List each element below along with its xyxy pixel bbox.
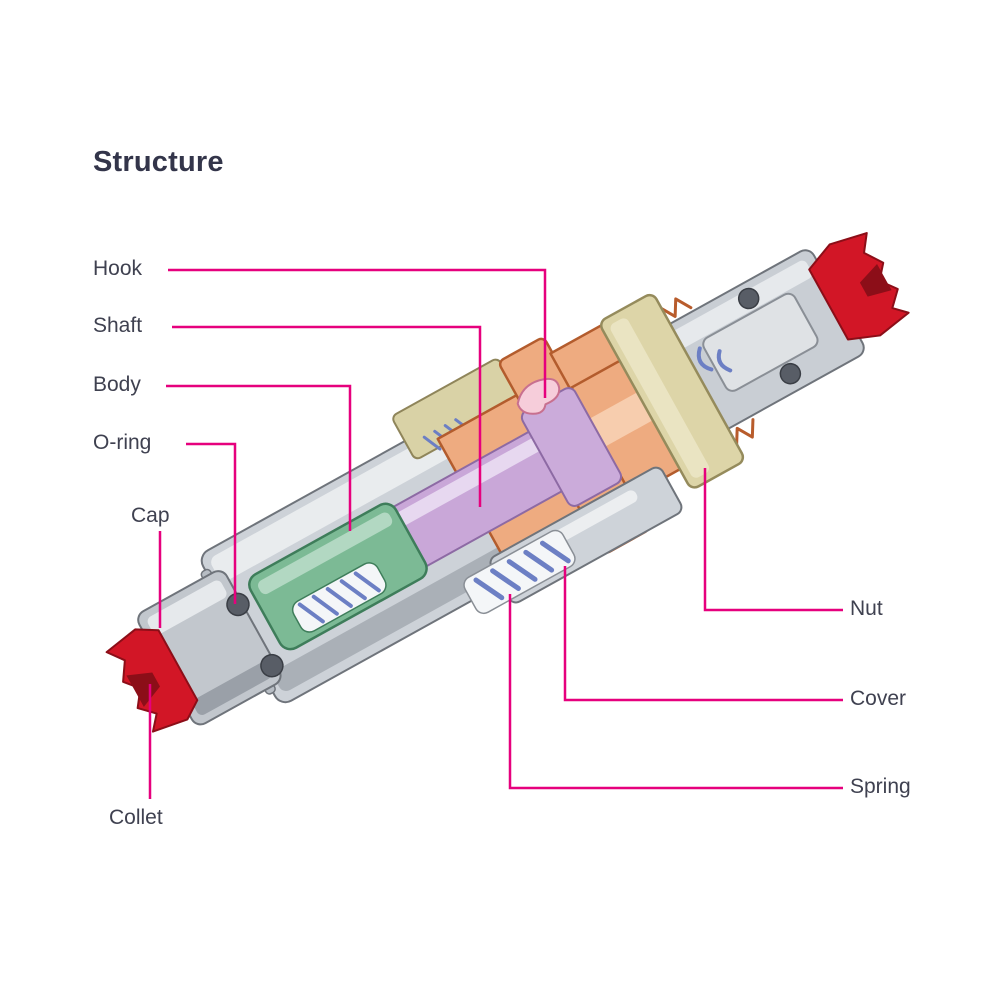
leader-body (166, 384, 352, 531)
label-cap: Cap (131, 504, 170, 527)
leader-oring (186, 442, 237, 604)
leader-lines (148, 268, 843, 799)
label-spring: Spring (850, 775, 911, 798)
label-collet: Collet (109, 806, 163, 829)
leader-shaft (172, 325, 482, 507)
part-nut (600, 293, 745, 489)
part-o-rings (226, 287, 802, 678)
part-spring (463, 529, 576, 615)
part-clip-arcs (696, 346, 733, 373)
label-body: Body (93, 373, 141, 396)
leader-cover (563, 566, 843, 702)
label-shaft: Shaft (93, 314, 143, 337)
leader-spring (508, 594, 843, 790)
part-collet-left (105, 628, 199, 733)
label-cover: Cover (850, 687, 907, 710)
leader-hook (168, 268, 547, 398)
part-green-sleeve (248, 502, 428, 651)
leader-nut (703, 468, 843, 612)
part-hook (516, 377, 561, 415)
part-collet-right (808, 232, 910, 341)
label-nut: Nut (850, 597, 883, 620)
page-title: Structure (93, 146, 224, 178)
label-hook: Hook (93, 257, 143, 280)
assembly-illustration (105, 232, 910, 733)
label-o-ring: O-ring (93, 431, 152, 454)
